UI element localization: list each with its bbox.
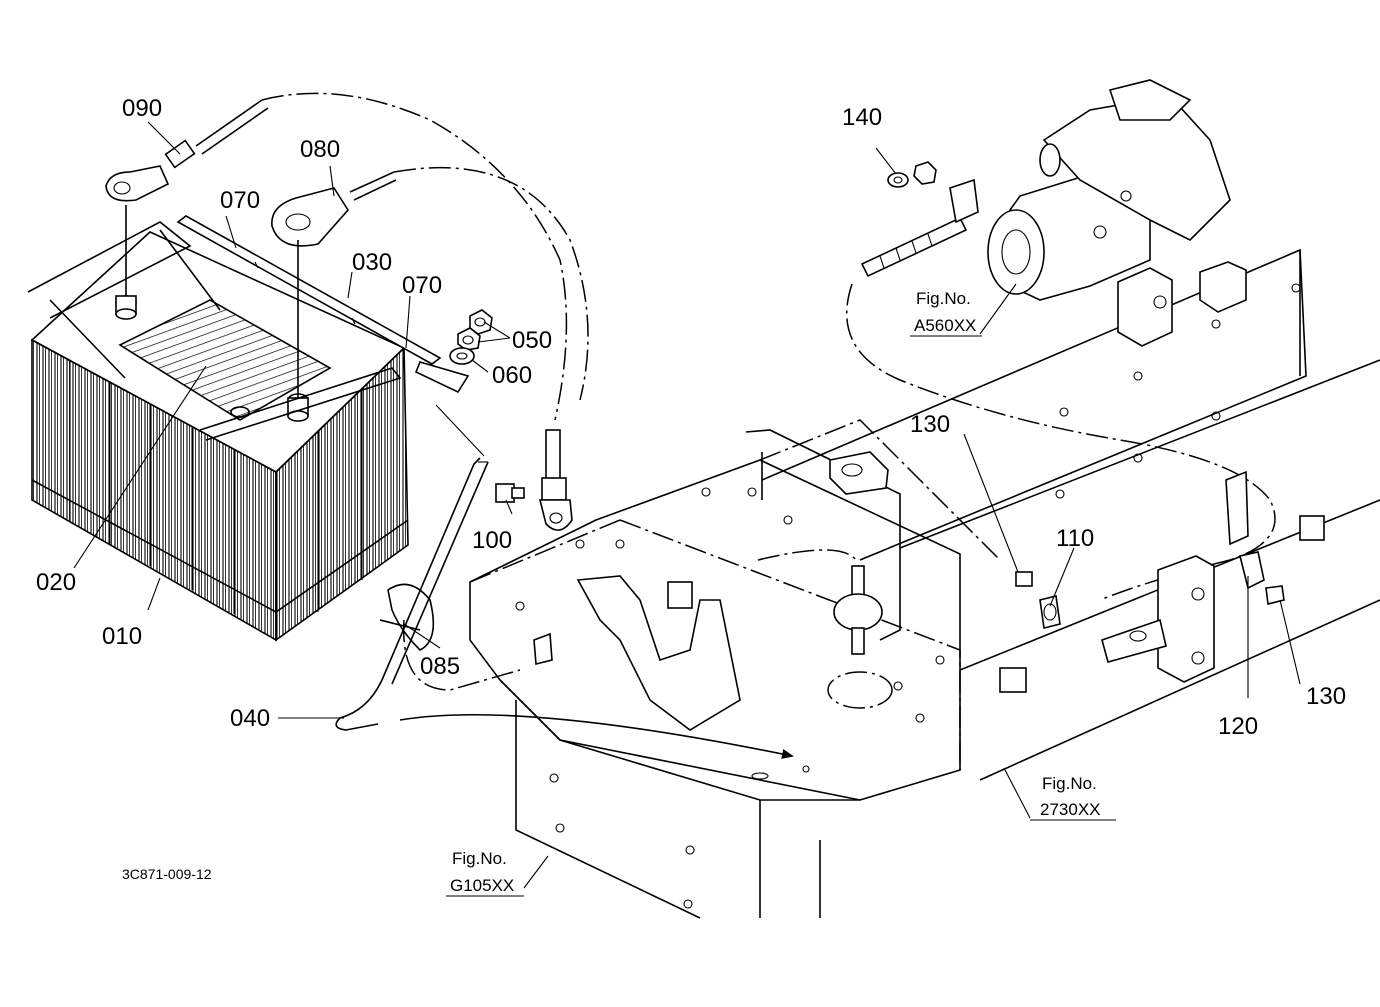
figure-reference-2730[interactable]: Fig.No. 2730XX [1030, 774, 1116, 821]
figref-2730-number: 2730XX [1040, 800, 1101, 819]
leader-lines [73, 121, 1301, 889]
label-080: 080 [300, 136, 340, 163]
label-010: 010 [102, 623, 142, 650]
battery-cover-drawing [27, 221, 402, 441]
hold-bar-drawing [176, 215, 470, 394]
starter-motor-drawing [860, 79, 1231, 301]
label-070-lower: 070 [402, 272, 442, 299]
label-140: 140 [842, 104, 882, 131]
figure-reference-a560[interactable]: Fig.No. A560XX [910, 289, 982, 337]
figref-a560-number: A560XX [914, 316, 976, 335]
assembly-arrow [399, 713, 794, 759]
label-090: 090 [122, 95, 162, 122]
callout-labels: 090 080 070 030 070 050 060 020 010 100 … [36, 95, 1346, 740]
figref-g105-prefix: Fig.No. [452, 849, 507, 868]
frame-drawing [469, 248, 1380, 919]
label-050: 050 [512, 327, 552, 354]
label-110: 110 [1056, 525, 1094, 552]
label-070-upper: 070 [220, 187, 260, 214]
label-030: 030 [352, 249, 392, 276]
figure-reference-g105[interactable]: Fig.No. G105XX [446, 849, 524, 897]
hardware-stack [449, 309, 493, 365]
label-130-lower: 130 [1306, 683, 1346, 710]
drawing-code: 3C871-009-12 [122, 866, 212, 882]
label-085: 085 [420, 653, 460, 680]
label-120: 120 [1218, 713, 1258, 740]
figref-a560-prefix: Fig.No. [916, 289, 971, 308]
label-100: 100 [472, 527, 512, 554]
figref-g105-number: G105XX [450, 876, 514, 895]
figref-2730-prefix: Fig.No. [1042, 774, 1097, 793]
label-130-upper: 130 [910, 411, 950, 438]
label-020: 020 [36, 569, 76, 596]
label-060: 060 [492, 362, 532, 389]
label-040: 040 [230, 705, 270, 732]
cable-drawing [105, 92, 1276, 691]
